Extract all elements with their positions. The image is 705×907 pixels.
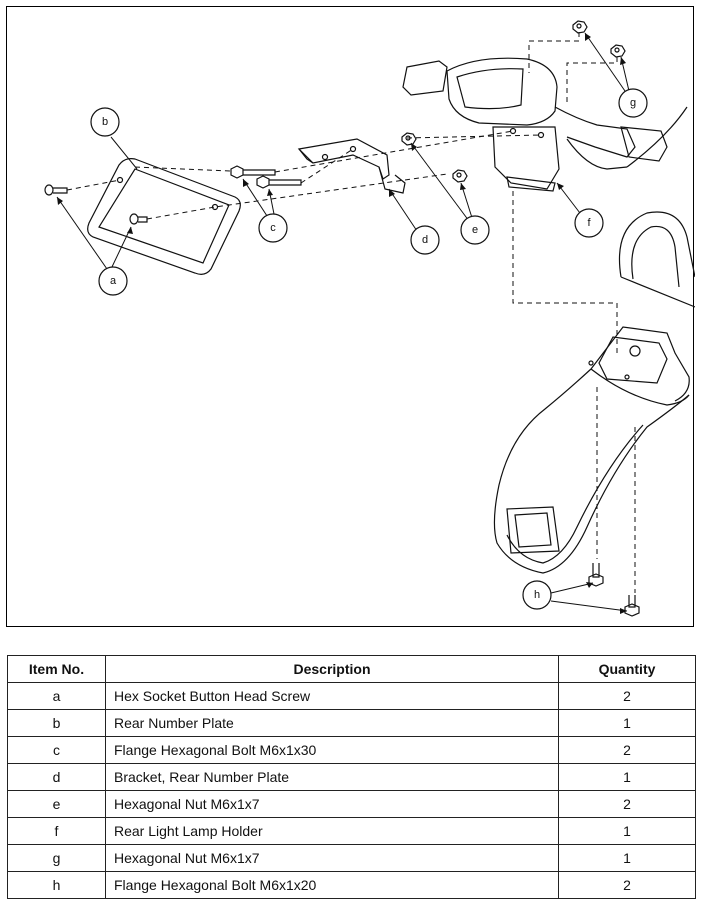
quantity-cell: 2 [558, 871, 696, 899]
callout-h: h [534, 589, 540, 601]
table-row: b Rear Number Plate 1 [7, 709, 696, 737]
quantity-cell: 2 [558, 790, 696, 818]
rear-number-plate [87, 158, 241, 275]
table-row: a Hex Socket Button Head Screw 2 [7, 682, 696, 710]
item-no-cell: b [7, 709, 106, 737]
bracket-d [297, 138, 406, 194]
quantity-cell: 2 [558, 682, 696, 710]
nut-e-2 [452, 169, 468, 183]
assembly-lines [66, 32, 636, 593]
table-row: d Bracket, Rear Number Plate 1 [7, 763, 696, 791]
bolt-c-2 [256, 175, 302, 189]
table-row: h Flange Hexagonal Bolt M6x1x20 2 [7, 871, 696, 899]
quantity-cell: 1 [558, 844, 696, 872]
callout-a: a [110, 275, 117, 287]
header-quantity: Quantity [558, 655, 696, 683]
bolt-c-1 [230, 165, 276, 179]
item-no-cell: a [7, 682, 106, 710]
item-no-cell: h [7, 871, 106, 899]
description-cell: Hexagonal Nut M6x1x7 [105, 844, 559, 872]
table-header-row: Item No. Description Quantity [7, 655, 696, 683]
leader-arrowheads [57, 33, 627, 614]
screw-a-2 [129, 213, 148, 225]
item-no-cell: c [7, 736, 106, 764]
description-cell: Flange Hexagonal Bolt M6x1x30 [105, 736, 559, 764]
callout-g: g [630, 97, 636, 109]
item-no-cell: g [7, 844, 106, 872]
header-description: Description [105, 655, 559, 683]
callout-e: e [472, 224, 478, 236]
description-cell: Hexagonal Nut M6x1x7 [105, 790, 559, 818]
diagram-drawing: b a c d e f g h [44, 20, 695, 617]
table-row: e Hexagonal Nut M6x1x7 2 [7, 790, 696, 818]
bolt-h-1 [588, 563, 604, 587]
grab-rail [618, 211, 695, 308]
description-cell: Rear Light Lamp Holder [105, 817, 559, 845]
item-no-cell: f [7, 817, 106, 845]
exploded-diagram: b a c d e f g h [6, 6, 695, 627]
table-row: f Rear Light Lamp Holder 1 [7, 817, 696, 845]
rear-fender [493, 326, 690, 574]
quantity-cell: 2 [558, 736, 696, 764]
parts-table: Item No. Description Quantity a Hex Sock… [7, 655, 696, 899]
bolt-h-2 [624, 595, 640, 617]
leader-lines [56, 32, 630, 612]
callout-f: f [587, 217, 591, 229]
quantity-cell: 1 [558, 709, 696, 737]
quantity-cell: 1 [558, 763, 696, 791]
table-row: g Hexagonal Nut M6x1x7 1 [7, 844, 696, 872]
callout-circles [90, 88, 648, 610]
item-no-cell: e [7, 790, 106, 818]
table-row: c Flange Hexagonal Bolt M6x1x30 2 [7, 736, 696, 764]
description-cell: Rear Number Plate [105, 709, 559, 737]
header-item-no: Item No. [7, 655, 106, 683]
description-cell: Flange Hexagonal Bolt M6x1x20 [105, 871, 559, 899]
screw-a-1 [44, 184, 68, 196]
callout-c: c [270, 222, 276, 234]
item-no-cell: d [7, 763, 106, 791]
description-cell: Bracket, Rear Number Plate [105, 763, 559, 791]
nut-g-1 [572, 20, 588, 34]
nut-e-1 [401, 132, 417, 146]
description-cell: Hex Socket Button Head Screw [105, 682, 559, 710]
quantity-cell: 1 [558, 817, 696, 845]
rear-light-lamp-holder [402, 57, 688, 192]
nut-g-2 [610, 44, 626, 58]
callout-b: b [102, 116, 108, 128]
callout-d: d [422, 234, 428, 246]
